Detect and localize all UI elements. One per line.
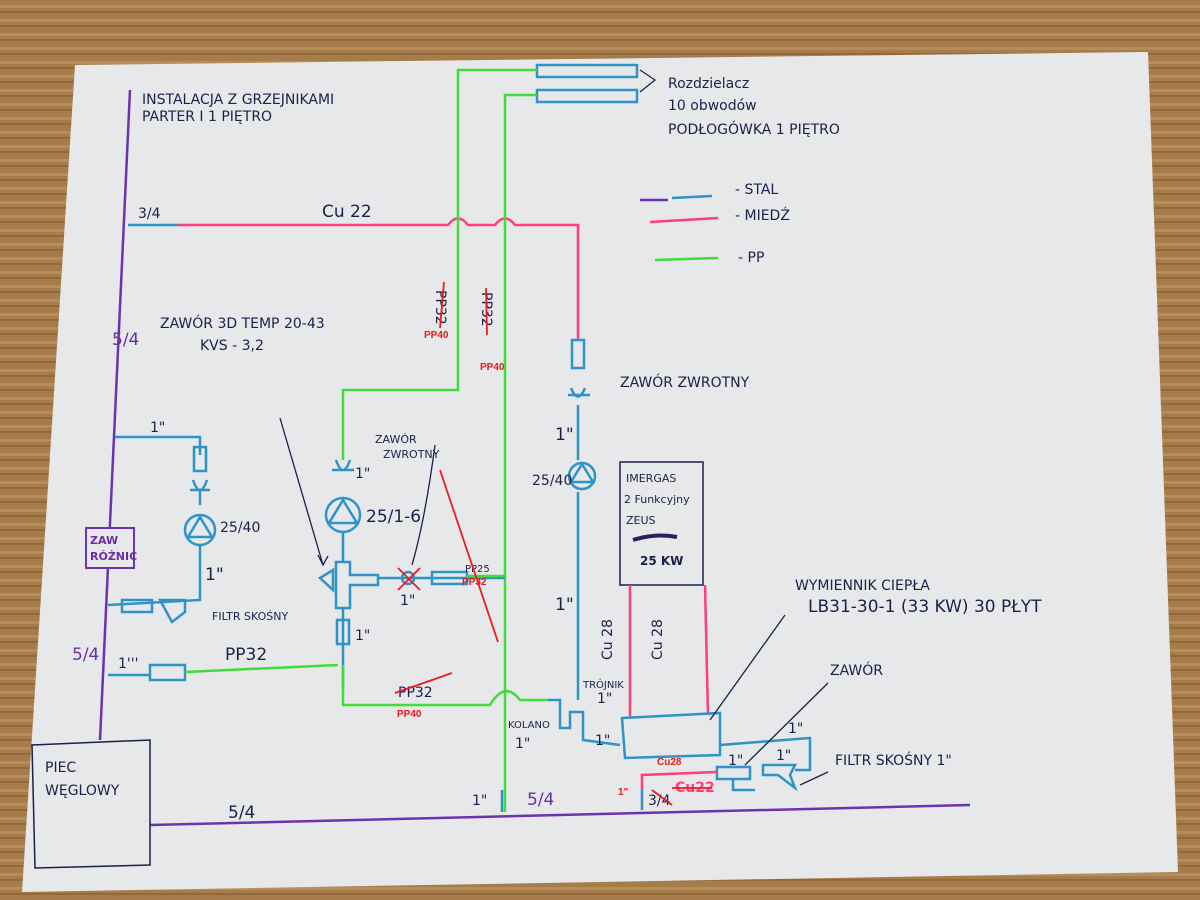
check-valve-icon [190,479,210,492]
label-1in-ex-a: 1" [728,753,743,769]
label-exchanger-2: LB31-30-1 (33 KW) 30 PŁYT [808,597,1042,617]
svg-text:ZAW: ZAW [90,534,118,547]
valve-icon [192,445,208,473]
svg-text:PIEC: PIEC [45,760,76,776]
label-pp32-struck-bottom: PP32 [398,685,433,701]
label-pump-right: 25/40 [532,473,572,489]
label-valve3d-2: KVS - 3,2 [200,338,264,354]
label-1in-ex-b: 1" [776,748,791,764]
label-1in-ex-c: 1" [788,721,803,737]
label-kolano-2: 1" [515,736,530,752]
pp-return-pipe [503,93,537,812]
label-trojnik-2: 1" [597,691,612,707]
title-line1: INSTALACJA Z GRZEJNIKAMI [142,92,334,108]
valve-icon [335,618,351,646]
svg-text:RÓŻNIC: RÓŻNIC [90,549,137,563]
mixing-valve-3d [334,560,380,610]
svg-text:25 KW: 25 KW [640,554,683,568]
label-1in-bottom: 1" [472,793,487,809]
svg-text:IMERGAS: IMERGAS [626,472,676,485]
check-valve-icon [568,387,590,398]
label-cu22: Cu 22 [322,202,372,222]
label-pp32-struck-a: PP32 [432,290,448,325]
distributor-label-2: 10 obwodów [668,98,757,114]
svg-text:ZEUS: ZEUS [626,514,656,527]
label-1in-mid-check: 1" [355,466,370,482]
legend-pp: - PP [738,250,764,266]
label-trojnik-1: TRÓJNIK [582,678,624,691]
valve-icon [120,598,154,614]
kolano-trojnik-fitting [548,698,621,747]
filter-left-icon [157,598,187,624]
steel-bottom-pipe [149,803,971,827]
label-check-mid-2: ZWROTNY [383,448,440,461]
pump-right-icon [567,461,597,491]
label-pp32-left: PP32 [225,645,267,665]
zaw-roznic-box: ZAW RÓŻNIC [85,527,137,569]
title-line2: PARTER I 1 PIĘTRO [142,109,272,125]
strike-line [439,469,499,643]
check-valve-icon [332,459,354,472]
label-pp40-a: PP40 [424,330,449,341]
label-check-right: ZAWÓR ZWROTNY [620,373,750,391]
label-1in-left-bottom: 1''' [118,656,138,672]
label-3-4-top: 3/4 [138,206,161,222]
label-pp40-bottom: PP40 [397,709,422,720]
label-zawor: ZAWÓR [830,661,883,679]
pp-supply-pipe [341,68,537,460]
arrow-valve3d [279,417,329,567]
pp32-pipe [184,663,339,674]
valve-icon [148,663,187,682]
label-3-4-struck: 3/4 [648,793,671,809]
label-valve3d-1: ZAWÓR 3D TEMP 20-43 [160,314,325,332]
label-1in-mixer: 1" [355,628,370,644]
valve-icon [570,338,586,370]
label-1in-after-trojnik: 1" [595,733,610,749]
distributor-label-1: Rozdzielacz [668,76,749,92]
filter-right-icon [761,763,798,792]
label-pump-mid: 25/1-6 [366,507,421,527]
paper-sheet [22,52,1178,892]
legend-steel: - STAL [735,182,778,198]
boiler-box: IMERGAS 2 Funkcyjny ZEUS 25 KW [619,461,704,586]
heat-exchanger [620,711,722,760]
label-filter-right: FILTR SKOŚNY 1" [835,751,952,769]
label-1in-left-mid: 1" [205,565,224,585]
label-5-4-bottom-mid: 5/4 [527,790,554,810]
label-1in-right-mid: 1" [555,595,574,615]
label-1in-crossed: 1" [400,593,415,609]
label-5-4-left2: 5/4 [72,645,99,665]
label-5-4-left: 5/4 [112,330,139,350]
copper-pipe-cu22 [178,217,580,340]
pp40-bottom-pipe [341,665,548,707]
actuator-icon [317,567,335,593]
copper-cu28-pipes [628,584,710,717]
label-pp32-red: PP32 [462,577,487,588]
distributor-label-3: PODŁOGÓWKA 1 PIĘTRO [668,120,840,138]
label-5-4-bottom-left: 5/4 [228,803,255,823]
label-pump-left: 25/40 [220,520,260,536]
label-cu28-right: Cu 28 [650,619,666,660]
label-1in-right-top: 1" [555,425,574,445]
svg-text:2 Funkcyjny: 2 Funkcyjny [624,493,690,506]
label-cu28-left: Cu 28 [600,619,616,660]
label-check-mid-1: ZAWÓR [375,433,417,446]
legend-copper: - MIEDŹ [735,206,790,224]
valve-icon [430,570,469,586]
label-1in-left-top: 1" [150,420,165,436]
label-kolano-1: KOLANO [508,720,550,731]
steel-riser [98,89,132,741]
coal-boiler-box: PIEC WĘGLOWY [31,739,151,869]
label-pp25: PP25 [465,564,490,575]
check-valve-crossed-icon [400,570,416,586]
label-exchanger-1: WYMIENNIK CIEPŁA [795,578,930,594]
label-1in-red: 1" [618,787,629,798]
label-pp40-b: PP40 [480,362,505,373]
svg-text:WĘGLOWY: WĘGLOWY [45,783,120,799]
label-filter-left: FILTR SKOŚNY [212,610,289,623]
legend: - STAL - MIEDŹ - PP [640,182,790,266]
label-cu28-red: Cu28 [657,757,682,768]
